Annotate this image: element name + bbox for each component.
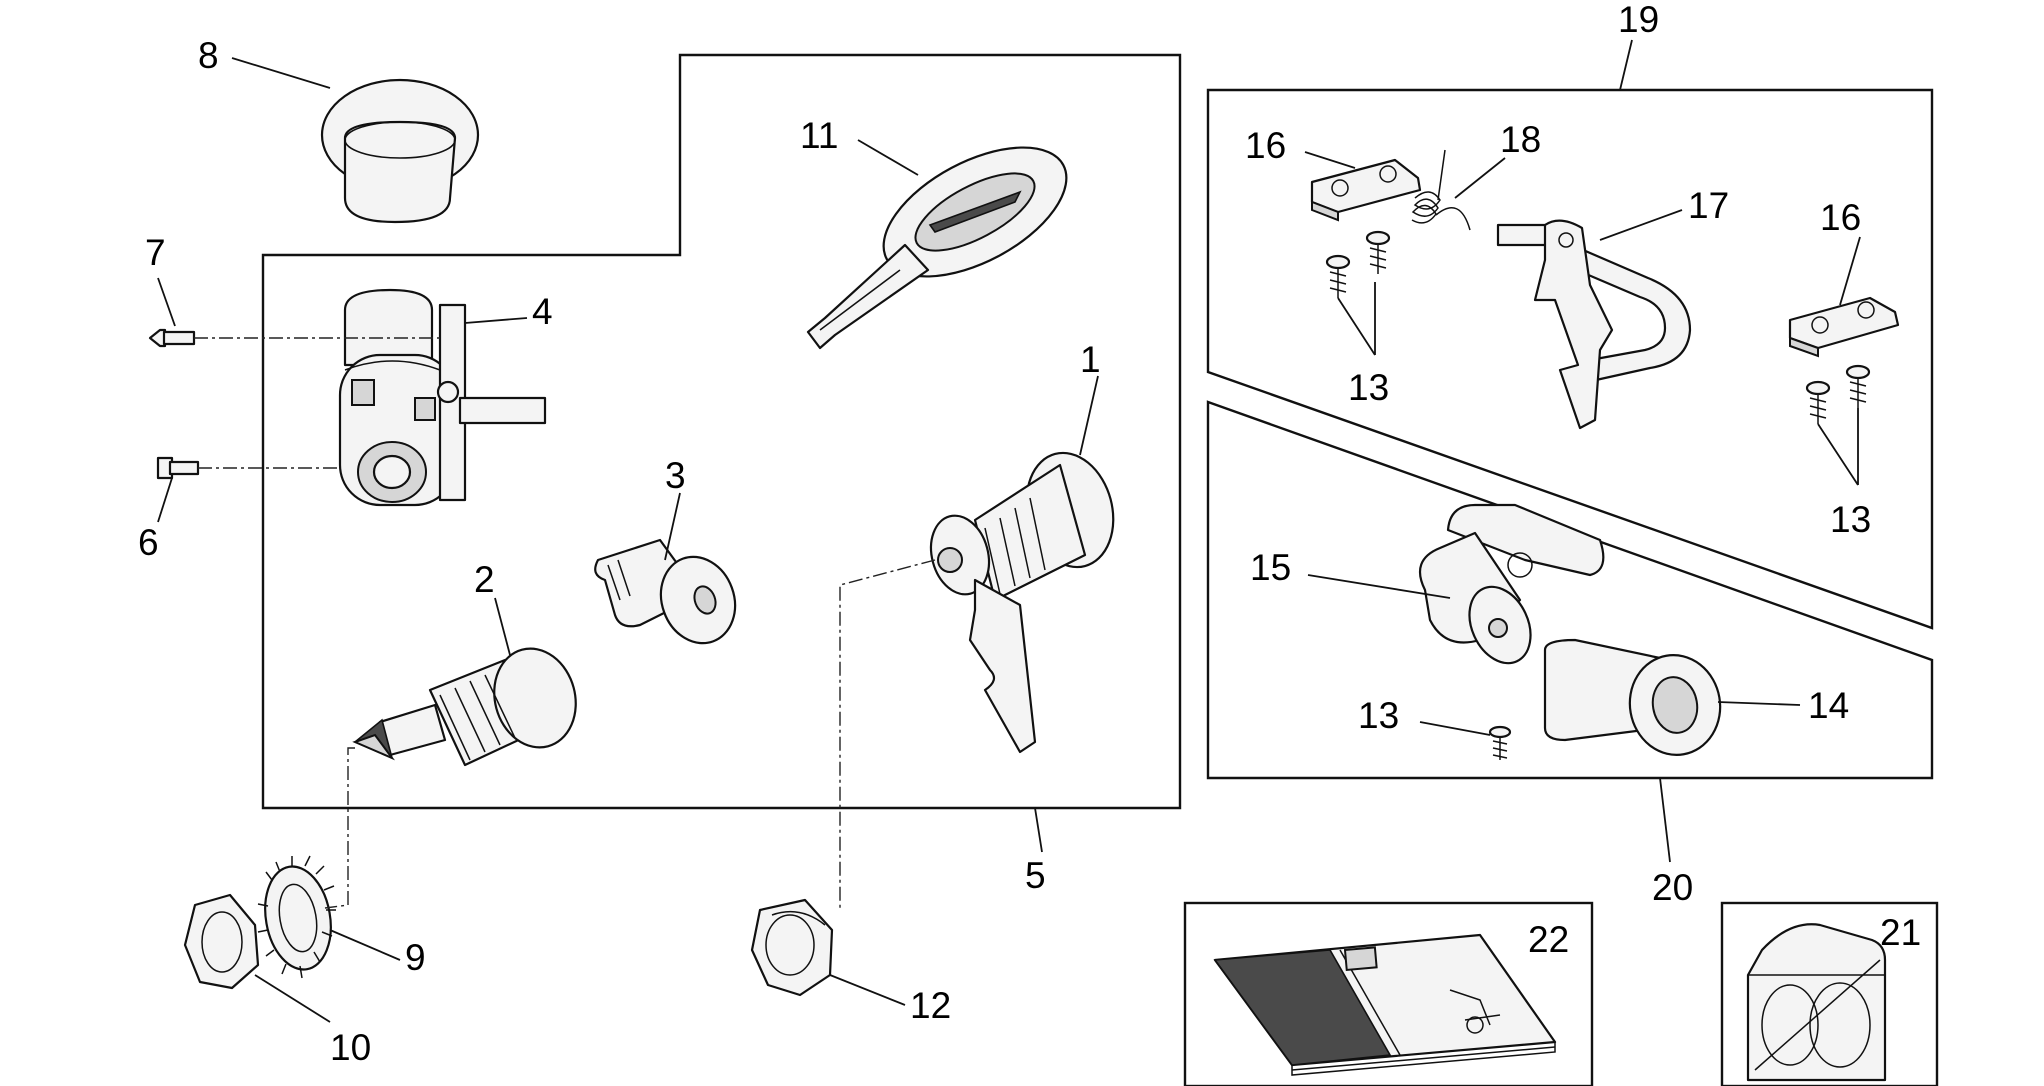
part-8-sleeve <box>320 78 480 224</box>
callout-14: 14 <box>1808 685 1849 726</box>
callout-19: 19 <box>1618 0 1659 40</box>
part-13-screws-kit19-left <box>1325 230 1391 298</box>
part-10-hex-nut <box>183 893 260 990</box>
leader-18 <box>1454 157 1506 199</box>
leader-20 <box>1659 777 1671 863</box>
callout-7: 7 <box>145 232 166 273</box>
part-15-lock-housing <box>1418 503 1605 665</box>
leader-2 <box>494 597 511 656</box>
leader-5 <box>1034 807 1043 853</box>
leader-7 <box>157 277 176 327</box>
part-2-lock-barrel <box>352 647 577 767</box>
leader-1 <box>1079 375 1099 456</box>
alignment-line-12 <box>839 559 936 910</box>
callout-13a: 13 <box>1348 367 1389 408</box>
part-21-tool-pouch <box>1746 923 1887 1082</box>
leader-15 <box>1307 574 1451 599</box>
part-12-hex-nut <box>750 898 834 997</box>
callout-17: 17 <box>1688 185 1729 226</box>
leader-8 <box>231 57 331 89</box>
callout-3: 3 <box>665 455 686 496</box>
leader-11 <box>857 139 919 176</box>
part-4-lock-body <box>338 288 547 507</box>
kit-19-frame <box>1206 88 1934 630</box>
callout-6: 6 <box>138 522 159 563</box>
leader-6 <box>157 477 173 523</box>
leader-10 <box>254 974 331 1023</box>
part-1-cam-lock <box>929 451 1115 754</box>
kit-22-frame <box>1183 901 1594 1086</box>
callout-16a: 16 <box>1245 125 1286 166</box>
part-16-clip-right <box>1788 296 1900 358</box>
part-13-screws-kit19-right <box>1805 364 1871 424</box>
leader-12 <box>829 974 906 1006</box>
part-17-hook-bracket <box>1496 219 1692 430</box>
leader-9 <box>329 929 401 961</box>
kit-20-frame <box>1206 400 1934 780</box>
callout-1: 1 <box>1080 339 1101 380</box>
callout-4: 4 <box>532 291 553 332</box>
leader-13c <box>1419 721 1491 736</box>
callout-12: 12 <box>910 985 951 1026</box>
part-22-owners-manual <box>1213 933 1557 1076</box>
leader-16b <box>1839 236 1861 306</box>
callout-5: 5 <box>1025 855 1046 896</box>
part-6-screw <box>156 456 200 480</box>
part-14-sleeve <box>1543 638 1722 756</box>
kit-21-frame <box>1720 901 1939 1086</box>
callout-16b: 16 <box>1820 197 1861 238</box>
part-11-key <box>806 146 1068 350</box>
callout-22: 22 <box>1528 919 1569 960</box>
part-18-spring <box>1411 149 1471 231</box>
leader-13b <box>1817 408 1859 486</box>
leader-19 <box>1619 39 1633 91</box>
part-16-clip-left <box>1310 158 1422 222</box>
part-3-cylinder <box>594 538 737 645</box>
part-9-lock-washer <box>257 855 336 979</box>
callout-18: 18 <box>1500 119 1541 160</box>
callout-11: 11 <box>800 115 838 156</box>
callout-15: 15 <box>1250 547 1291 588</box>
part-13-screw-kit20 <box>1488 725 1512 760</box>
leader-4 <box>464 317 528 324</box>
callout-13b: 13 <box>1830 499 1871 540</box>
part-7-screw <box>148 328 196 348</box>
callout-10: 10 <box>330 1027 371 1068</box>
leader-13a <box>1337 282 1376 356</box>
leader-17 <box>1599 209 1683 241</box>
callout-21: 21 <box>1880 912 1921 953</box>
alignment-line-9 <box>324 747 355 909</box>
main-lock-set-frame <box>261 53 1182 810</box>
leader-14 <box>1717 701 1801 706</box>
callout-8: 8 <box>198 35 219 76</box>
callout-9: 9 <box>405 937 426 978</box>
callout-20: 20 <box>1652 867 1693 908</box>
leader-16a <box>1304 151 1356 169</box>
leader-3 <box>664 492 681 561</box>
callout-13c: 13 <box>1358 695 1399 736</box>
callout-2: 2 <box>474 559 495 600</box>
